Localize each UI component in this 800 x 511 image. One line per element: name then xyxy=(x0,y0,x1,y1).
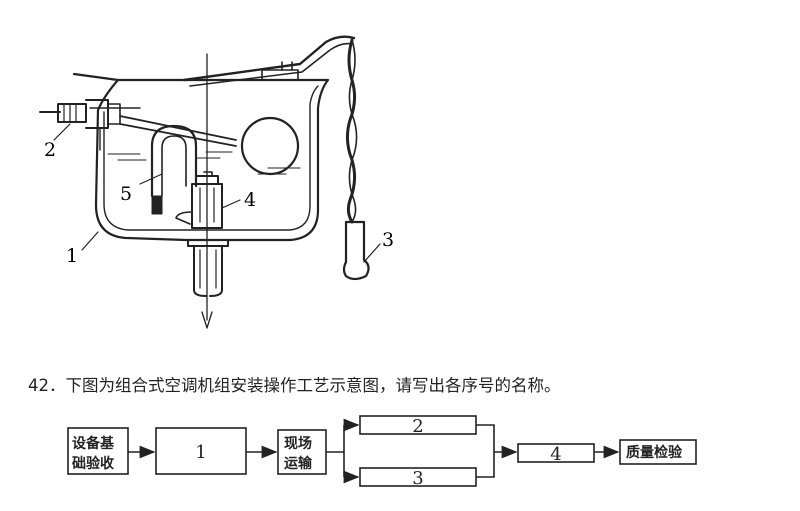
flow-box-quality xyxy=(619,439,697,465)
flow-box-4 xyxy=(517,443,595,463)
callout-2: 2 xyxy=(44,139,56,161)
flow-label-transport-1: 现场 xyxy=(284,436,312,452)
flow-label-4: 4 xyxy=(550,444,561,465)
toilet-cistern-diagram: 1 2 5 4 3 xyxy=(39,35,394,329)
tank-body xyxy=(72,72,330,242)
flow-box-1 xyxy=(155,427,247,475)
flow-label-1: 1 xyxy=(195,442,206,463)
flow-label-transport-2: 运输 xyxy=(284,455,313,472)
inlet-valve xyxy=(39,103,87,123)
overflow-pipe xyxy=(150,124,198,198)
outlet-pipe xyxy=(187,239,229,247)
flow-label-start-1: 设备基 xyxy=(72,435,115,452)
process-flow-diagram: 设备基 础验收 现场 运输 质量检验 1 2 3 4 xyxy=(67,415,697,489)
callout-1: 1 xyxy=(66,245,78,267)
pull-weight xyxy=(342,220,370,281)
float-ball xyxy=(240,116,300,176)
flow-label-2: 2 xyxy=(412,416,423,437)
question-text: 42．下图为组合式空调机组安装操作工艺示意图，请写出各序号的名称。 xyxy=(28,376,561,395)
flush-lever xyxy=(182,35,356,82)
chain xyxy=(345,38,357,224)
flow-label-start-2: 础验收 xyxy=(72,455,115,472)
callout-4: 4 xyxy=(244,189,256,211)
callout-3: 3 xyxy=(382,229,394,251)
flow-label-end: 质量检验 xyxy=(626,444,683,461)
flow-box-foundation xyxy=(67,427,129,475)
flow-label-3: 3 xyxy=(412,468,423,489)
callout-5: 5 xyxy=(120,183,132,205)
float-arm xyxy=(119,115,237,147)
